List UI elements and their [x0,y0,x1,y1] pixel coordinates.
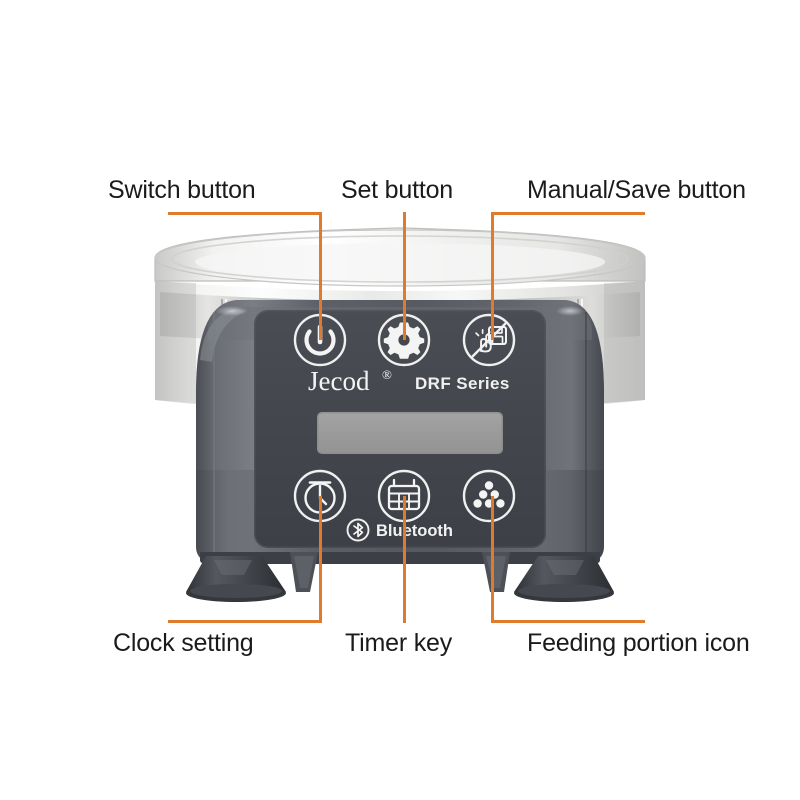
leader-line-clock-vertical [319,496,322,623]
callout-label-timer-key: Timer key [345,629,453,657]
leader-line-feeding-horizontal [491,620,645,623]
leader-line-feeding-vertical [491,496,494,623]
callout-label-clock-setting: Clock setting [113,629,254,657]
leader-line-switch-vertical [319,212,322,340]
callout-label-switch-button: Switch button [108,176,256,204]
brand-lockup: Jecod ® DRF Series [308,366,510,396]
svg-text:Bluetooth: Bluetooth [376,522,453,540]
callout-label-set-button: Set button [341,176,453,204]
callout-label-manual-save-button: Manual/Save button [527,176,746,204]
leader-line-timer [403,496,406,623]
leader-line-clock-horizontal [168,620,322,623]
manual-save-button[interactable] [462,313,516,367]
leader-line-set [403,212,406,340]
leader-line-manual-horizontal [491,212,645,215]
svg-text:DRF Series: DRF Series [415,374,510,393]
leader-line-switch-horizontal [168,212,322,215]
callout-label-feeding-portion-icon: Feeding portion icon [527,629,750,657]
suction-feet [186,552,614,602]
gear-button[interactable] [377,313,431,367]
pellets-icon [473,481,505,508]
gear-icon [383,322,425,359]
leader-line-manual-vertical [491,212,494,340]
svg-text:®: ® [382,367,392,382]
lcd-display [317,412,503,454]
svg-text:Jecod: Jecod [308,366,370,396]
portion-button[interactable] [462,469,516,523]
bluetooth-icon [353,522,364,538]
bluetooth-badge: Bluetooth [346,518,453,542]
